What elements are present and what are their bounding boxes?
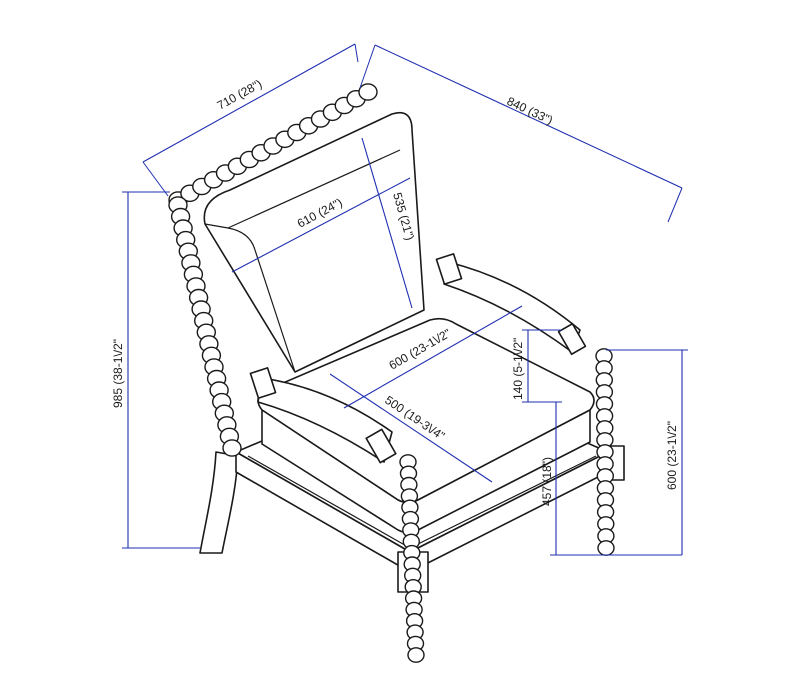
left-arm-rest (257, 377, 393, 463)
back-height-dim-line (361, 137, 413, 309)
back-cushion (203, 111, 425, 373)
top-rail-spindle (168, 83, 378, 209)
spindle-bead (358, 83, 378, 101)
arm-height-label: 600 (23-1\/2" (665, 421, 679, 490)
front-leg-spindle (399, 454, 425, 663)
overall-height-label: 985 (38-1\/2" (111, 339, 125, 408)
width-dim-line (142, 43, 356, 163)
arm-above-seat-label: 140 (5-1\/2" (511, 338, 525, 400)
left-back-post-spindle (168, 196, 242, 457)
chair-outline (168, 83, 625, 663)
width-ext-right (354, 43, 359, 63)
left-arm-block-front (365, 428, 397, 464)
width-ext-left (142, 161, 169, 197)
overall-depth-label: 840 (33") (505, 94, 555, 127)
left-arm-block-back (249, 367, 277, 399)
right-front-post-spindle (595, 348, 615, 556)
back-width-dim-line (231, 177, 411, 273)
right-arm-block-back (435, 253, 463, 285)
back-cushion-edge-top (227, 149, 401, 229)
spindle-bead (407, 647, 425, 663)
spindle-bead (222, 439, 242, 457)
seat-height-label: 457 (18") (540, 457, 554, 506)
right-arm-block-front (557, 322, 587, 356)
overall-width-label: 710 (28") (215, 77, 265, 113)
depth-ext-front (667, 187, 683, 223)
depth-ext-back (359, 44, 376, 89)
back-left-leg (199, 451, 239, 554)
spindle-bead (597, 540, 615, 556)
depth-dim-line (374, 44, 683, 189)
dimension-lines (122, 43, 688, 556)
seat-width-dim-line (343, 305, 523, 409)
seat-depth-dim-line (329, 373, 493, 483)
